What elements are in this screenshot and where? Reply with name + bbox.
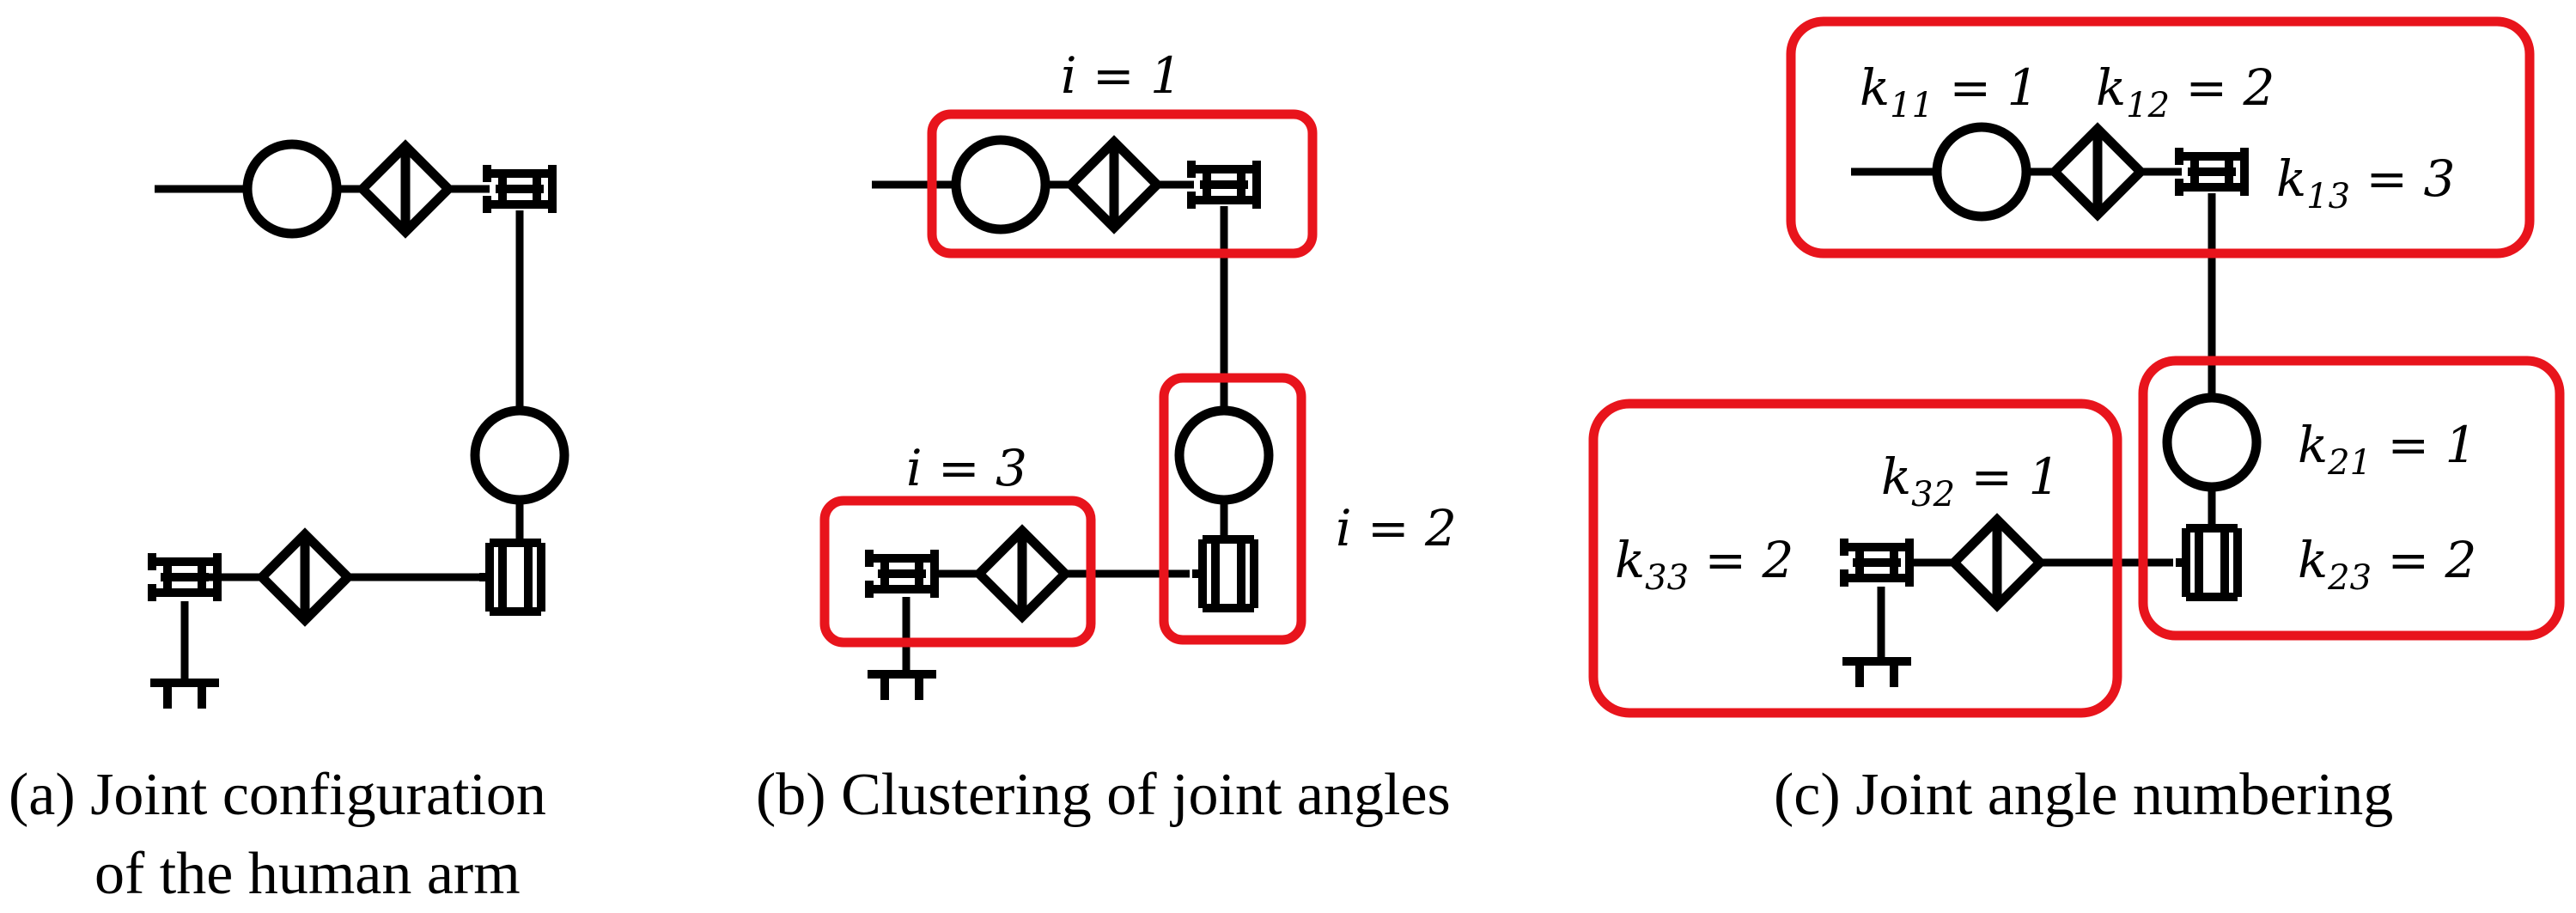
label-k12: k12 = 2 (2096, 58, 2275, 125)
diamond-joint-icon (2055, 129, 2141, 215)
caption-a-line1: (a) Joint configuration (9, 762, 546, 828)
label-k23: k23 = 2 (2298, 531, 2476, 598)
cluster-box-k1 (1786, 16, 2535, 259)
caption-b: (b) Clustering of joint angles (756, 762, 1451, 828)
cluster-box-i2 (1159, 373, 1306, 645)
ball-joint-icon (1937, 127, 2026, 216)
diamond-joint-icon (362, 146, 448, 232)
cluster-box-k3 (1588, 399, 2122, 718)
ball-joint-icon (956, 140, 1045, 229)
panel-a-arm (155, 185, 524, 679)
revolute-joint-icon (487, 165, 552, 213)
ball-joint-icon (475, 411, 564, 500)
revolute-joint-icon (2176, 528, 2238, 597)
label-k11: k11 = 1 (1860, 58, 2038, 125)
label-k13: k13 = 3 (2276, 149, 2455, 216)
cluster-box-i3 (819, 496, 1096, 648)
diamond-joint-icon (979, 531, 1065, 617)
cluster-box-i1 (927, 109, 1318, 259)
base-icon (150, 683, 219, 709)
revolute-joint-icon (869, 550, 935, 598)
label-k33: k33 = 2 (1615, 531, 1793, 598)
revolute-joint-icon (1192, 539, 1254, 608)
revolute-joint-icon (2179, 148, 2244, 196)
diamond-joint-icon (262, 534, 348, 620)
revolute-joint-icon (152, 553, 217, 601)
base-icon (868, 674, 936, 700)
label-i2: i = 2 (1336, 499, 1457, 557)
caption-a-line2: of the human arm (94, 841, 521, 907)
caption-c: (c) Joint angle numbering (1774, 762, 2393, 828)
ball-joint-icon (2167, 398, 2256, 487)
label-k32: k32 = 1 (1881, 447, 2060, 514)
revolute-joint-icon (1844, 539, 1909, 587)
ball-joint-icon (1179, 411, 1269, 500)
diamond-joint-icon (1071, 142, 1157, 228)
diamond-joint-icon (1954, 520, 2040, 606)
revolute-joint-icon (1191, 161, 1257, 209)
label-k21: k21 = 1 (2298, 416, 2476, 483)
revolute-joint-icon (479, 543, 541, 612)
base-icon (1842, 661, 1911, 687)
cluster-box-k2 (2138, 356, 2565, 641)
ball-joint-icon (247, 144, 337, 234)
label-i1: i = 1 (1061, 46, 1182, 105)
label-i3: i = 3 (906, 439, 1027, 497)
